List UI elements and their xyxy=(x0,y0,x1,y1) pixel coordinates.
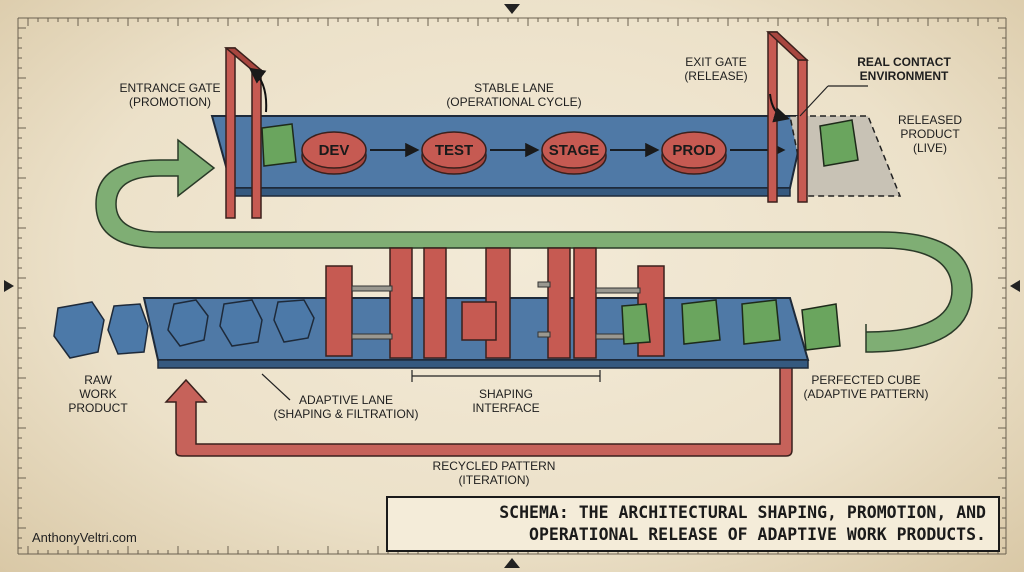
recycled-pattern-label: RECYCLED PATTERN xyxy=(433,459,556,473)
stage-disc-stage xyxy=(541,131,607,169)
center-marker-left xyxy=(4,280,14,292)
raw-rocks xyxy=(53,299,315,359)
stable-lane-sublabel: (OPERATIONAL CYCLE) xyxy=(446,95,581,109)
raw-work-product-label-3: PRODUCT xyxy=(68,401,128,415)
perfected-cube-sublabel: (ADAPTIVE PATTERN) xyxy=(804,387,929,401)
exit-gate-sublabel: (RELEASE) xyxy=(684,69,747,83)
shaping-interface-label: SHAPING xyxy=(479,387,533,401)
exit-gate-label: EXIT GATE xyxy=(685,55,747,69)
raw-work-product-label: RAW xyxy=(84,373,112,387)
stage-pipeline: DEV TEST STAGE PROD xyxy=(301,131,786,175)
stage-label-prod: PROD xyxy=(672,142,716,159)
recycled-pattern-sublabel: (ITERATION) xyxy=(458,473,529,487)
stage-label-stage: STAGE xyxy=(549,142,600,159)
credit-text: AnthonyVeltri.com xyxy=(32,530,137,545)
entrance-gate-label: ENTRANCE GATE xyxy=(119,81,220,95)
real-contact-label: REAL CONTACT xyxy=(857,55,951,69)
center-marker-right xyxy=(1010,280,1020,292)
stage-disc-test xyxy=(421,131,487,169)
shaping-interface-label-2: INTERFACE xyxy=(472,401,539,415)
perfected-cube-label: PERFECTED CUBE xyxy=(811,373,920,387)
adaptive-lane-sublabel: (SHAPING & FILTRATION) xyxy=(274,407,419,421)
stage-disc-dev xyxy=(301,131,367,169)
title-line-1: SCHEMA: THE ARCHITECTURAL SHAPING, PROMO… xyxy=(499,503,986,522)
released-cube xyxy=(819,119,859,167)
stage-label-dev: DEV xyxy=(319,142,350,159)
stage-label-test: TEST xyxy=(435,142,473,159)
released-product-label-3: (LIVE) xyxy=(913,141,947,155)
promotion-return-arrow xyxy=(95,138,973,353)
title-line-2: OPERATIONAL RELEASE OF ADAPTIVE WORK PRO… xyxy=(529,525,986,544)
leader-lines xyxy=(261,85,868,401)
recycle-arrow xyxy=(164,365,793,457)
released-product-label-2: PRODUCT xyxy=(900,127,960,141)
real-contact-label-2: ENVIRONMENT xyxy=(860,69,949,83)
adaptive-lane-label: ADAPTIVE LANE xyxy=(299,393,393,407)
entrance-gate-sublabel: (PROMOTION) xyxy=(129,95,211,109)
released-product-label: RELEASED xyxy=(898,113,962,127)
center-marker-top xyxy=(504,4,520,14)
raw-work-product-label-2: WORK xyxy=(79,387,116,401)
stable-lane-label: STABLE LANE xyxy=(474,81,554,95)
stage-disc-prod xyxy=(661,131,727,169)
title-box: SCHEMA: THE ARCHITECTURAL SHAPING, PROMO… xyxy=(386,496,1000,552)
center-marker-bottom xyxy=(504,558,520,568)
entering-cube xyxy=(261,123,297,167)
exit-gate xyxy=(766,31,809,203)
entrance-gate xyxy=(223,47,268,219)
adaptive-cubes xyxy=(621,299,841,351)
